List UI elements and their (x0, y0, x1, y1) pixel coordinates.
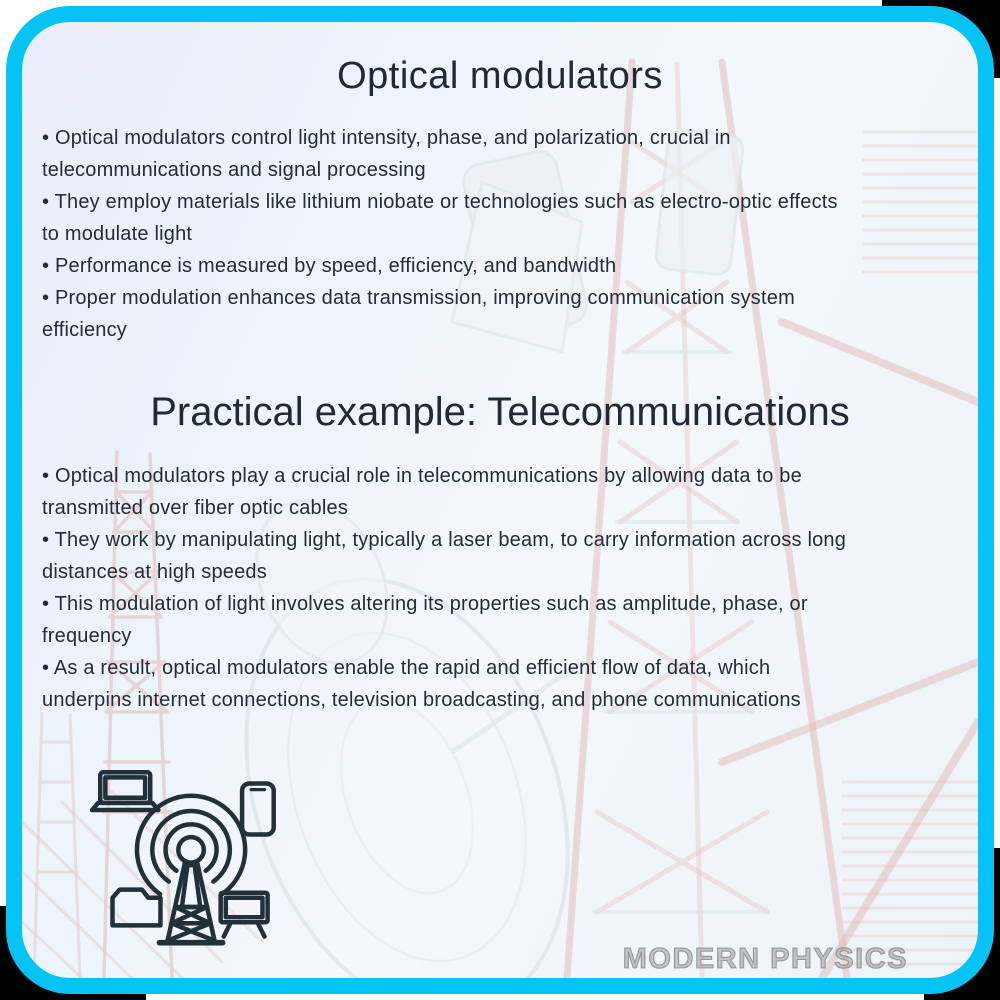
signal-arc-outer (134, 793, 248, 897)
bullet-item: • They work by manipulating light, typic… (42, 529, 847, 583)
bullet-item: • Proper modulation enhances data transm… (42, 287, 795, 341)
laptop-glyph (89, 770, 161, 813)
bullet-item: • Performance is measured by speed, effi… (42, 255, 617, 277)
infographic-card: Optical modulators • Optical modulators … (6, 6, 994, 994)
tv-glyph (218, 890, 270, 939)
bullet-item: • Optical modulators control light inten… (42, 127, 731, 181)
brand-watermark: MODERN PHYSICS (622, 942, 908, 975)
page-title: Optical modulators (337, 55, 663, 97)
bullet-item: • Optical modulators play a crucial role… (42, 465, 802, 519)
antenna-head (176, 834, 207, 865)
bullet-item: • They employ materials like lithium nio… (42, 191, 838, 245)
bullet-item: • This modulation of light involves alte… (42, 593, 808, 647)
example-heading: Practical example: Telecommunications (150, 390, 850, 434)
broadcast-tower-devices-icon (88, 760, 288, 956)
signal-arc-middle (150, 808, 233, 884)
intro-bullet-list: • Optical modulators control light inten… (40, 122, 960, 346)
telecom-towers-background (22, 58, 978, 978)
example-bullet-list: • Optical modulators play a crucial role… (40, 460, 960, 716)
card-content: Optical modulators • Optical modulators … (22, 52, 978, 716)
signal-arc-inner (163, 822, 219, 873)
phone-glyph (239, 781, 276, 837)
bullet-item: • As a result, optical modulators enable… (42, 657, 801, 711)
folder-glyph (110, 887, 163, 928)
